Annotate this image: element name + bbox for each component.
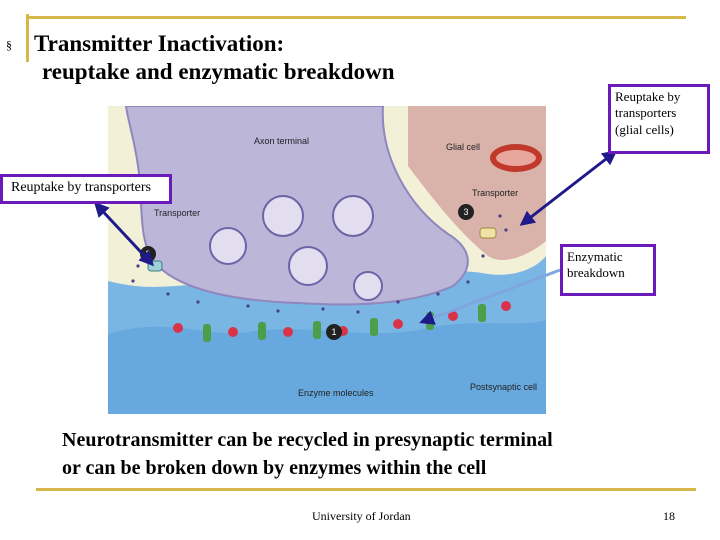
vesicle [263, 196, 303, 236]
postsynaptic-cell-label: Postsynaptic cell [470, 382, 537, 392]
receptor [393, 319, 403, 329]
bottom-rule [36, 488, 696, 491]
marker-3-label: 3 [463, 207, 468, 217]
callout-enzymatic-breakdown: Enzymatic breakdown [560, 244, 656, 296]
enzyme [313, 321, 321, 339]
vesicle [210, 228, 246, 264]
enzyme-molecules-label: Enzyme molecules [298, 388, 374, 398]
page-number: 18 [663, 509, 675, 524]
slide-caption: Neurotransmitter can be recycled in pres… [62, 426, 682, 482]
right-transporter [480, 228, 496, 238]
callout-left-reuptake: Reuptake by transporters [0, 174, 172, 204]
mitochondrion [490, 144, 542, 172]
caption-line-1: Neurotransmitter can be recycled in pres… [62, 426, 682, 454]
receptor [173, 323, 183, 333]
vesicle [354, 272, 382, 300]
top-rule [26, 16, 686, 19]
marker-1-label: 1 [331, 327, 336, 337]
title-line-1: Transmitter Inactivation: [34, 31, 284, 56]
caption-line-2: or can be broken down by enzymes within … [62, 454, 682, 482]
footer-institution: University of Jordan [312, 509, 411, 524]
synapse-diagram: 2 3 1 Axon terminal Glial cell Transport… [108, 106, 546, 414]
vesicle [333, 196, 373, 236]
vesicle [289, 247, 327, 285]
enzyme [426, 312, 434, 330]
marker-2-label: 2 [145, 249, 150, 259]
enzyme [258, 322, 266, 340]
left-transporter [148, 261, 162, 271]
receptor [501, 301, 511, 311]
transporter-right-label: Transporter [472, 188, 518, 198]
title-accent-line [26, 14, 29, 62]
receptor [228, 327, 238, 337]
title-line-2: reuptake and enzymatic breakdown [34, 58, 394, 86]
receptor [283, 327, 293, 337]
transporter-left-label: Transporter [154, 208, 200, 218]
axon-terminal-label: Axon terminal [254, 136, 309, 146]
glial-cell-label: Glial cell [446, 142, 480, 152]
enzyme [203, 324, 211, 342]
callout-glial-reuptake: Reuptake by transporters (glial cells) [608, 84, 710, 154]
slide-title: Transmitter Inactivation: reuptake and e… [34, 30, 394, 85]
enzyme [478, 304, 486, 322]
receptor [448, 311, 458, 321]
title-bullet: § [6, 38, 12, 53]
enzyme [370, 318, 378, 336]
